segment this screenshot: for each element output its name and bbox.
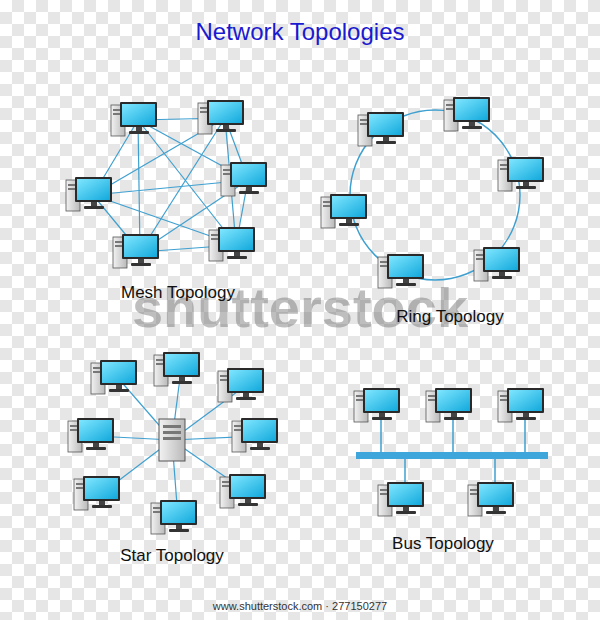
computer-icon <box>498 388 544 422</box>
network-link <box>404 459 406 482</box>
computer-icon <box>220 474 266 508</box>
computer-icon <box>426 388 472 422</box>
computer-icon <box>74 476 120 510</box>
computer-icon <box>498 157 544 191</box>
computer-icon <box>232 418 278 452</box>
topology-label: Mesh Topology <box>121 283 235 303</box>
computer-icon <box>151 500 197 534</box>
network-link <box>380 420 382 452</box>
computer-icon <box>221 162 267 196</box>
computer-icon <box>378 482 424 516</box>
computer-icon <box>474 247 520 281</box>
computer-icon <box>468 482 514 516</box>
computer-icon <box>111 102 157 136</box>
computer-icon <box>321 194 367 228</box>
topology-label: Bus Topology <box>392 534 494 554</box>
network-link <box>524 420 526 452</box>
server-icon <box>159 419 185 461</box>
computer-icon <box>354 388 400 422</box>
computer-icon <box>113 234 159 268</box>
computer-icon <box>218 368 264 402</box>
computer-icon <box>209 227 255 261</box>
computer-icon <box>358 112 404 146</box>
diagram-title: Network Topologies <box>195 18 404 46</box>
network-link <box>452 420 454 452</box>
network-link <box>494 459 496 482</box>
computer-icon <box>66 177 112 211</box>
topology-label: Ring Topology <box>396 307 503 327</box>
computer-icon <box>154 352 200 386</box>
computer-icon <box>68 418 114 452</box>
topology-label: Star Topology <box>120 546 224 566</box>
computer-icon <box>198 100 244 134</box>
computer-icon <box>91 360 137 394</box>
network-link <box>138 120 140 252</box>
computer-icon <box>444 97 490 131</box>
image-id: www.shutterstock.com · 277150277 <box>213 600 387 612</box>
